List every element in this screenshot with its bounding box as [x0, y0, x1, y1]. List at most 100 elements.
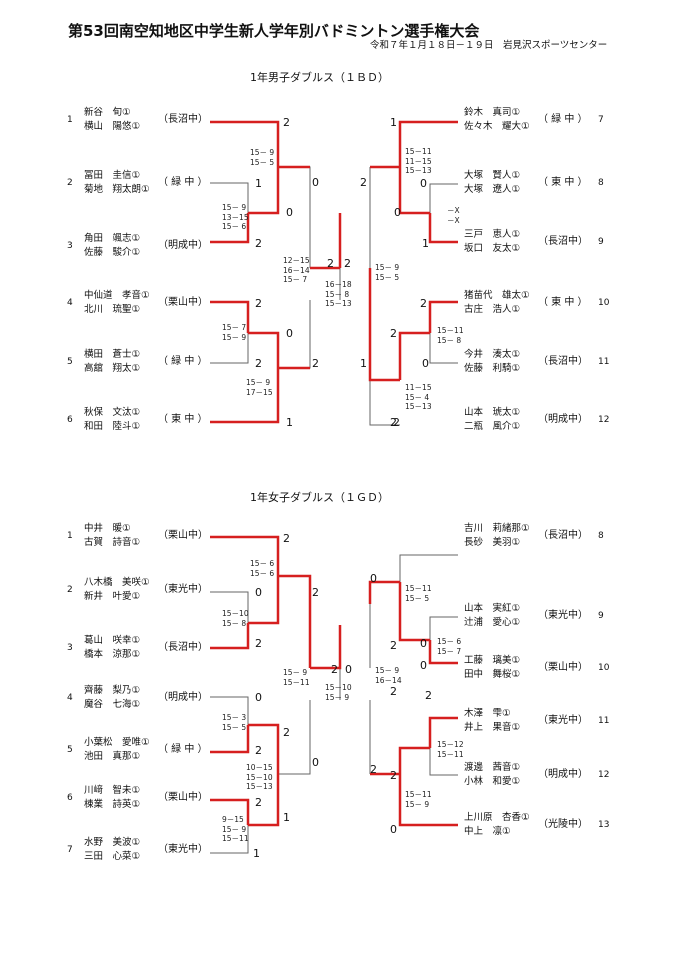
girls-result-mark: 2: [283, 726, 290, 739]
boys-result-mark: 2: [420, 297, 427, 310]
boys-right-entry-player-2: 坂口 友太①: [464, 243, 521, 254]
boys-result-mark: 1: [360, 357, 367, 370]
boys-left-entry-player-1: 冨田 圭信①: [84, 170, 141, 181]
girls-right-entry-player-2: 田中 舞桜①: [464, 669, 521, 680]
girls-result-mark: 1: [253, 847, 260, 860]
girls-left-entry-school: （長沼中）: [158, 642, 208, 653]
boys-right-entry-player-2: 二瓶 風介①: [464, 421, 521, 432]
boys-left-entry-school: （長沼中）: [158, 114, 208, 125]
girls-left-entry-school: （東光中）: [158, 584, 208, 595]
boys-right-entry-seed: 9: [598, 237, 604, 247]
girls-left-entry-player-2: 三田 心菜①: [84, 851, 141, 862]
girls-result-mark: 2: [312, 586, 319, 599]
boys-right-entry-seed: 7: [598, 115, 604, 125]
girls-right-entry-player-1: 上川原 杏香①: [464, 812, 530, 823]
boys-score: 15－ 9 15－ 5: [250, 148, 275, 167]
boys-right-entry-seed: 11: [598, 357, 610, 367]
boys-right-entry-seed: 12: [598, 415, 610, 425]
girls-score: 15－ 6 15－ 7: [437, 637, 462, 656]
girls-left-entry-school: （ 緑 中 ）: [158, 744, 208, 755]
boys-right-entry-player-1: 鈴木 真司①: [464, 107, 521, 118]
girls-right-entry-seed: 11: [598, 716, 610, 726]
girls-left-entry-seed: 2: [67, 585, 73, 595]
girls-right-entry-player-2: 辻浦 愛心①: [464, 617, 521, 628]
boys-result-mark: 2: [255, 357, 262, 370]
girls-score: 9－15 15－ 9 15－11: [222, 815, 249, 843]
girls-result-mark: 1: [283, 811, 290, 824]
boys-result-mark: 2: [390, 327, 397, 340]
boys-result-mark: 1: [255, 177, 262, 190]
boys-left-entry-seed: 1: [67, 115, 73, 125]
boys-right-entry-player-1: 三戸 恵人①: [464, 229, 521, 240]
boys-right-entry-player-1: 大塚 賢人①: [464, 170, 521, 181]
girls-result-mark: 0: [345, 663, 352, 676]
boys-right-entry-player-2: 佐藤 利騎①: [464, 363, 521, 374]
girls-right-entry-player-2: 小林 和愛①: [464, 776, 521, 787]
girls-score: 15－ 6 15－ 6: [250, 559, 275, 578]
boys-left-entry-player-2: 横山 陽悠①: [84, 121, 141, 132]
boys-result-mark: 0: [420, 177, 427, 190]
boys-left-entry-seed: 5: [67, 357, 73, 367]
girls-right-entry-school: （光陵中）: [538, 819, 588, 830]
girls-right-entry-school: （東光中）: [538, 610, 588, 621]
girls-left-entry-school: （東光中）: [158, 844, 208, 855]
boys-result-mark: 2: [283, 116, 290, 129]
boys-score: 15－ 9 17－15: [246, 378, 273, 397]
girls-left-entry-school: （明成中）: [158, 692, 208, 703]
girls-result-mark: 2: [390, 685, 397, 698]
boys-left-entry-player-2: 北川 琉聖①: [84, 304, 141, 315]
boys-score: 15－ 9 15－ 5: [375, 263, 400, 282]
boys-result-mark: 2: [344, 257, 351, 270]
girls-right-entry-player-1: 吉川 莉緒那①: [464, 523, 530, 534]
boys-left-entry-player-1: 新谷 旬①: [84, 107, 131, 118]
boys-result-mark: 2: [255, 237, 262, 250]
girls-score: 15－ 3 15－ 5: [222, 713, 247, 732]
boys-result-mark: 2: [360, 176, 367, 189]
girls-right-entry-seed: 13: [598, 820, 610, 830]
girls-score: 15－10 15－ 8: [222, 609, 249, 628]
girls-result-mark: 0: [255, 691, 262, 704]
boys-left-entry-player-2: 高舘 翔太①: [84, 363, 141, 374]
girls-result-mark: 2: [390, 769, 397, 782]
boys-result-mark: 1: [390, 116, 397, 129]
boys-right-entry-player-1: 猪苗代 雄太①: [464, 290, 530, 301]
boys-right-entry-school: （ 緑 中 ）: [538, 114, 588, 125]
girls-right-entry-player-1: 工藤 璃美①: [464, 655, 521, 666]
boys-right-entry-school: （ 東 中 ）: [538, 297, 588, 308]
boys-result-mark: 2: [390, 416, 397, 429]
boys-score: 12－15 16－14 15－ 7: [283, 256, 310, 284]
girls-right-entry-school: （長沼中）: [538, 530, 588, 541]
boys-right-entry-seed: 8: [598, 178, 604, 188]
girls-result-mark: 0: [420, 659, 427, 672]
boys-right-entry-school: （明成中）: [538, 414, 588, 425]
boys-right-entry-player-1: 山本 琥太①: [464, 407, 521, 418]
girls-left-entry-player-2: 魔谷 七海①: [84, 699, 141, 710]
boys-right-entry-school: （長沼中）: [538, 356, 588, 367]
girls-section-title: 1年女子ダブルス（１ＧＤ）: [250, 491, 389, 504]
boys-left-entry-player-1: 角田 颯志①: [84, 233, 141, 244]
girls-score: 15－ 9 16－14: [375, 666, 402, 685]
girls-left-entry-player-2: 橋本 涼那①: [84, 649, 141, 660]
girls-result-mark: 0: [312, 756, 319, 769]
boys-left-entry-player-1: 秋保 文汰①: [84, 407, 141, 418]
girls-result-mark: 2: [255, 796, 262, 809]
girls-result-mark: 2: [331, 663, 338, 676]
girls-right-entry-player-1: 渡邊 茜音①: [464, 762, 521, 773]
girls-left-entry-seed: 1: [67, 531, 73, 541]
boys-result-mark: 2: [327, 257, 334, 270]
girls-right-entry-school: （栗山中）: [538, 662, 588, 673]
girls-left-entry-seed: 4: [67, 693, 73, 703]
girls-result-mark: 0: [390, 823, 397, 836]
girls-left-entry-school: （栗山中）: [158, 530, 208, 541]
boys-left-entry-school: （栗山中）: [158, 297, 208, 308]
boys-left-entry-school: （ 緑 中 ）: [158, 356, 208, 367]
girls-left-entry-seed: 7: [67, 845, 73, 855]
boys-result-mark: 2: [255, 297, 262, 310]
girls-result-mark: 2: [255, 744, 262, 757]
page-title: 第53回南空知地区中学生新人学年別バドミントン選手権大会: [68, 22, 480, 40]
boys-left-entry-player-2: 佐藤 駿介①: [84, 247, 141, 258]
girls-right-entry-player-2: 中上 凛①: [464, 826, 511, 837]
boys-score: －X －X: [447, 206, 460, 225]
girls-result-mark: 0: [255, 586, 262, 599]
